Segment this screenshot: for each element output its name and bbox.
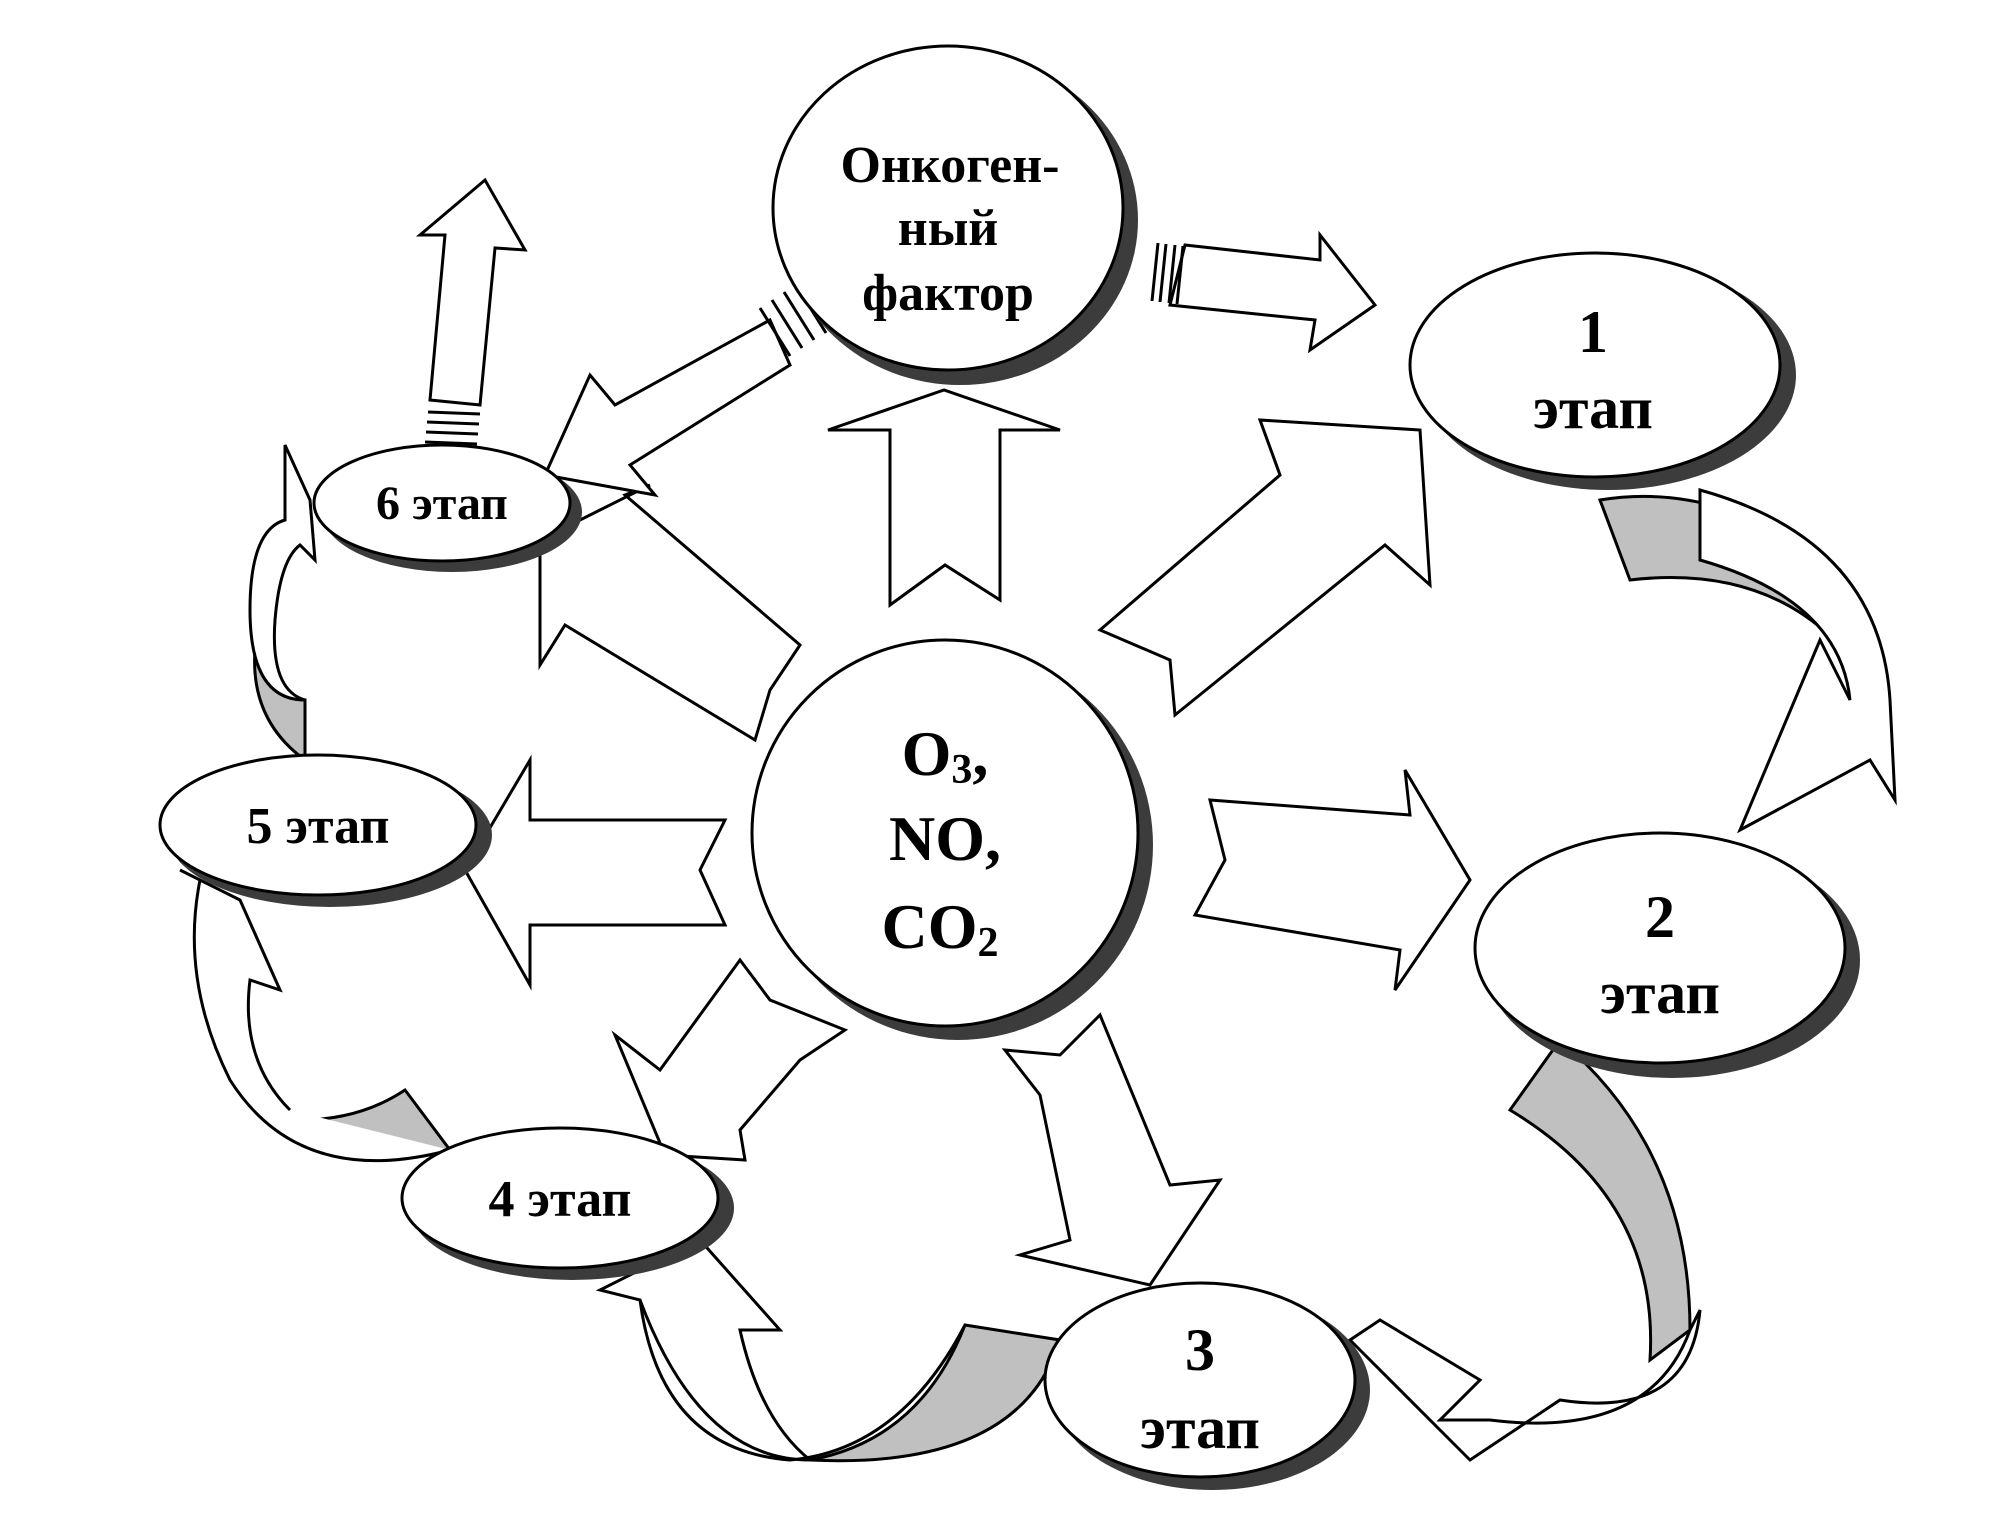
stage1-node [1408,251,1782,479]
arrow-center-to-stage5 [463,754,728,991]
arrow-factor-to-stage1 [1168,230,1378,354]
stage3-label-num: 3 [1185,1317,1215,1383]
arrow-center-to-factor [827,388,1061,608]
arrow-center-to-stage2 [1192,769,1472,991]
ribbon-front-5-6 [248,444,317,760]
arrow-center-to-stage1 [1097,418,1432,718]
stage4-label: 4 этап [489,1171,632,1228]
stage3-label-word: этап [1140,1395,1260,1461]
factor-label-line2: ный [898,200,999,257]
nodes [158,44,1860,1490]
stage6-node [312,443,572,563]
stage2-label-num: 2 [1645,884,1675,950]
ribbon-back-3-4 [809,1323,1062,1463]
stage1-label-word: этап [1533,375,1653,441]
ribbon-front-2-3 [1347,1309,1702,1462]
arrow-center-to-stage4 [611,957,849,1162]
arrow-stage6-up [415,177,528,407]
stage1-label-num: 1 [1578,299,1608,365]
center-label-line2: NO, [889,803,1001,874]
factor-node [771,44,1125,372]
arrow-center-to-stage3 [1001,1012,1224,1287]
ribbon-front-4-5 [179,868,451,1163]
arrow-factor-to-stage6 [542,317,792,498]
radial-arrows [463,388,1472,1287]
center-label-line1: O3, [902,718,989,793]
ribbon-front-1-2 [1698,488,1897,834]
factor-label-line1: Онкоген- [841,137,1060,194]
stage4-node [400,1126,720,1270]
center-label-line3: CO2 [882,891,999,966]
ribbon-front-3-4 [595,1238,967,1462]
stripes-factor-stage1 [1150,242,1185,305]
stage2-node [1473,831,1847,1065]
ribbon-back-2-3 [1507,1037,1692,1364]
factor-label-line3: фактор [862,265,1034,322]
striped-arrows [415,177,1378,498]
labels: O3, NO, CO2 Онкоген- ный фактор 1 этап 2… [247,137,1720,1461]
stage5-node [158,753,478,897]
stripes-stage6-up [424,410,481,446]
center-node [750,638,1140,1028]
stage6-label: 6 этап [376,477,508,530]
stage5-label: 5 этап [247,798,390,855]
cycle-ribbons [179,444,1897,1463]
stage3-node [1043,1281,1357,1479]
stage2-label-word: этап [1600,960,1720,1026]
